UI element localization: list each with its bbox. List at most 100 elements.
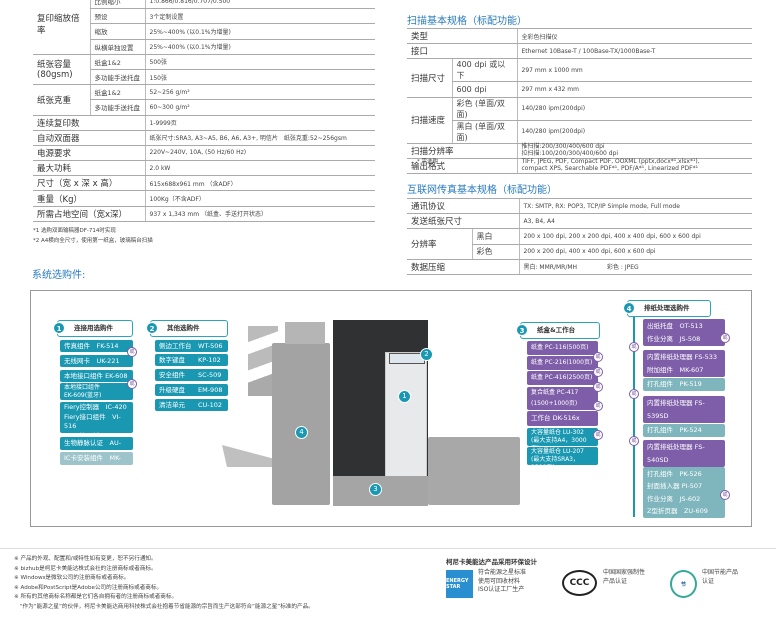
spec-value: 52~256 g/m² bbox=[144, 84, 375, 101]
spec-value: 25%~400% (以0.1%为增量) bbox=[144, 23, 375, 40]
spec-row: 尺寸（宽 x 深 x 高）615x688x961 mm （含ADF） bbox=[33, 175, 375, 192]
cert-text: 符合能源之星标准 使用可回收材料 ISO认证工厂生产 bbox=[478, 569, 527, 593]
options-title: 系统选购件: bbox=[32, 270, 86, 281]
eco-title: 柯尼卡美能达产品采用环保设计 bbox=[446, 558, 537, 566]
spec-sublabel: 彩色 (单面/双面) bbox=[451, 96, 517, 121]
or-marker: 或 bbox=[593, 367, 603, 377]
spec-value: 1-9999页 bbox=[144, 114, 375, 131]
spec-sublabel: 黑白 bbox=[471, 228, 519, 245]
spec-value: 25%~400% (以0.1%为增量) bbox=[144, 38, 375, 55]
spec-label: 类型 bbox=[407, 27, 517, 45]
footer-divider bbox=[0, 548, 776, 549]
option-item: 传真组件 FK-514 bbox=[60, 340, 133, 352]
spec-row: 类型全彩色扫描仪 bbox=[407, 27, 752, 45]
callout-badge: 1 bbox=[398, 390, 411, 403]
option-item: IC卡安装组件 MK-735 bbox=[60, 452, 133, 465]
spec-value: 纸张尺寸:SRA3, A3~A5, B6, A6, A3+, 明信片 纸张克重:… bbox=[144, 129, 375, 146]
spec-label: 电源要求 bbox=[33, 144, 145, 162]
footer-note: ※ 所有的其他商标名称都是它们各自拥有者的注册商标或者商标。 bbox=[14, 594, 178, 600]
spec-label: 数据压缩 bbox=[407, 258, 519, 275]
spec-label: 扫描速度 bbox=[407, 96, 452, 144]
large-capacity-unit bbox=[428, 437, 520, 505]
spec-value: TX: SMTP, RX: POP3, TCP/IP Simple mode, … bbox=[518, 197, 752, 215]
front-panel bbox=[385, 352, 427, 485]
or-marker: 或 bbox=[593, 401, 603, 411]
option-item: 纸盒 PC-116(500页) bbox=[527, 341, 598, 355]
option-item: 安全组件 SC-509 bbox=[155, 369, 228, 381]
scan-note: * 需选购 bbox=[417, 159, 438, 165]
option-item: 侧边工作台 WT-506 bbox=[155, 340, 228, 352]
or-marker: 或 bbox=[720, 333, 730, 343]
spec-label: 分辨率 bbox=[407, 228, 472, 260]
option-item: 复合纸盒 PC-417 (1500+1000页) bbox=[527, 387, 598, 410]
option-item: 大容量纸仓 LU-207 (最大支持SRA3，2500页) bbox=[527, 447, 598, 465]
group-number: 1 bbox=[53, 322, 65, 334]
scan-title: 扫描基本规格（标配功能） bbox=[407, 16, 527, 27]
spec-label: 所需占地空间（宽x深） bbox=[33, 205, 145, 222]
spec-label: 复印缩放倍率 bbox=[33, 0, 90, 55]
spec-value: 200 x 200 dpi, 400 x 400 dpi, 600 x 600 … bbox=[518, 243, 752, 260]
spec-label: 接口 bbox=[407, 43, 517, 60]
spec-value: 615x688x961 mm （含ADF） bbox=[144, 175, 375, 192]
or-marker: 或 bbox=[629, 389, 639, 399]
spec-sublabel: 纸盒1&2 bbox=[89, 53, 145, 70]
spec-label: 输出格式 bbox=[407, 157, 517, 174]
spec-sublabel: 多功能手送托盘 bbox=[89, 68, 145, 86]
spec-value: 60~300 g/m² bbox=[144, 99, 375, 116]
spec-sublabel: 400 dpi 或以下 bbox=[451, 58, 517, 83]
callout-badge: 4 bbox=[295, 426, 308, 439]
spec-value: 140/280 ipm(200dpi) bbox=[516, 119, 752, 144]
option-item: 清洁单元 CU-102 bbox=[155, 399, 228, 411]
spec-value: A3, B4, A4 bbox=[518, 213, 752, 230]
or-marker: 或 bbox=[127, 379, 137, 389]
spec-row: 黑白 (单面/双面)140/280 ipm(200dpi) bbox=[407, 119, 752, 144]
option-item: 内置排纸处理器 FS-539SD 连接组件 RU-513 bbox=[643, 396, 725, 423]
spec-row: 数据压缩黑白: MMR/MR/MH 彩色 : JPEG bbox=[407, 258, 752, 275]
spec-value: Ethernet 10Base-T / 100Base-TX/1000Base-… bbox=[516, 43, 752, 60]
group-number: 3 bbox=[516, 324, 528, 336]
or-marker: 或 bbox=[127, 347, 137, 357]
spec-label: 纸张容量 (80gsm) bbox=[33, 53, 90, 86]
option-item: 本地接口组件 EK-608 bbox=[60, 370, 133, 382]
energy-star-logo: ENERGY STAR bbox=[446, 570, 473, 598]
option-item: 打孔组件 PK-524 bbox=[643, 424, 725, 437]
callout-badge: 2 bbox=[420, 348, 433, 361]
finisher-unit bbox=[272, 343, 330, 505]
spec-value: 297 mm x 432 mm bbox=[516, 81, 752, 98]
option-group-header: 3 纸盒&工作台 bbox=[516, 322, 600, 339]
footer-note: ※ 产品的外观、配置和/或特性如有变更，恕不另行通知。 bbox=[14, 556, 157, 562]
option-item: 升级硬盘 EM-908 bbox=[155, 384, 228, 396]
spec-sublabel: 比例缩小 bbox=[89, 0, 145, 10]
spec-sublabel: 纵横单独设置 bbox=[89, 38, 145, 55]
spec-value: 100Kg（不含ADF） bbox=[144, 190, 375, 207]
spec-label: 最大功耗 bbox=[33, 160, 145, 177]
callout-badge: 3 bbox=[369, 483, 382, 496]
ccc-logo: CCC bbox=[562, 570, 597, 596]
group-number: 4 bbox=[623, 302, 635, 314]
spec-value: 150张 bbox=[144, 68, 375, 86]
or-marker: 或 bbox=[593, 352, 603, 362]
option-item: 大容量纸仓 LU-302 (最大支持A4，3000页) bbox=[527, 428, 598, 446]
group-number: 2 bbox=[146, 322, 158, 334]
spec-value: 140/280 ipm(200dpi) bbox=[516, 96, 752, 121]
option-item: Fiery控制器 IC-420 Fiery接口组件 VI-516 Fiery接口… bbox=[60, 402, 133, 433]
spec-label: 扫描尺寸 bbox=[407, 58, 452, 98]
spec-value: TIFF, JPEG, PDF, Compact PDF, OOXML (ppt… bbox=[516, 157, 752, 174]
options-panel bbox=[30, 290, 752, 527]
spec-sublabel: 600 dpi bbox=[451, 81, 517, 98]
group-title: 纸盒&工作台 bbox=[537, 326, 576, 334]
footer-note: ※ bizhub是柯尼卡美能达株式会社的注册商标或者商标。 bbox=[14, 565, 157, 572]
spec-value: 1:0.866/0.816/0.707/0.500 bbox=[144, 0, 375, 10]
